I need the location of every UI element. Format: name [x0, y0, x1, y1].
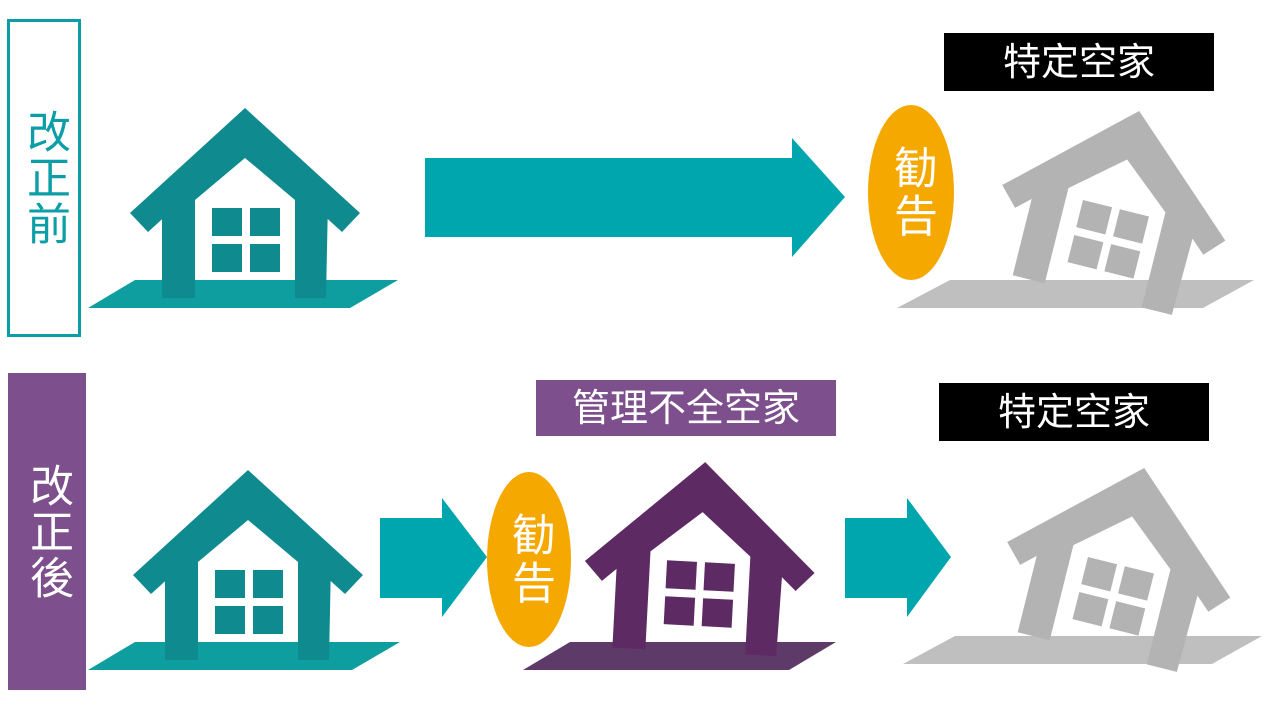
tag-specified-vacant-house-after: 特定空家 [939, 383, 1209, 441]
tag-poorly-managed-vacant-house: 管理不全空家 [536, 380, 836, 436]
arrow-right-icon [845, 498, 951, 617]
label-before-text: 改正前 [19, 109, 70, 247]
kankoku-text: 勧告 [504, 511, 555, 608]
arrow-right-icon [425, 138, 845, 257]
label-after-revision: 改正後 [8, 373, 86, 690]
kankoku-badge-before: 勧告 [868, 105, 954, 280]
arrow-right-icon [380, 498, 487, 617]
house-icon [523, 456, 836, 670]
label-after-text: 改正後 [22, 462, 73, 601]
tag-specified-vacant-house-before: 特定空家 [944, 33, 1214, 91]
tilted-house-icon [897, 83, 1254, 324]
house-icon [88, 470, 400, 670]
kankoku-text: 勧告 [886, 144, 937, 241]
tilted-house-icon [903, 440, 1262, 681]
house-icon [88, 108, 398, 308]
label-before-revision: 改正前 [7, 19, 81, 337]
kankoku-badge-after: 勧告 [487, 472, 571, 647]
